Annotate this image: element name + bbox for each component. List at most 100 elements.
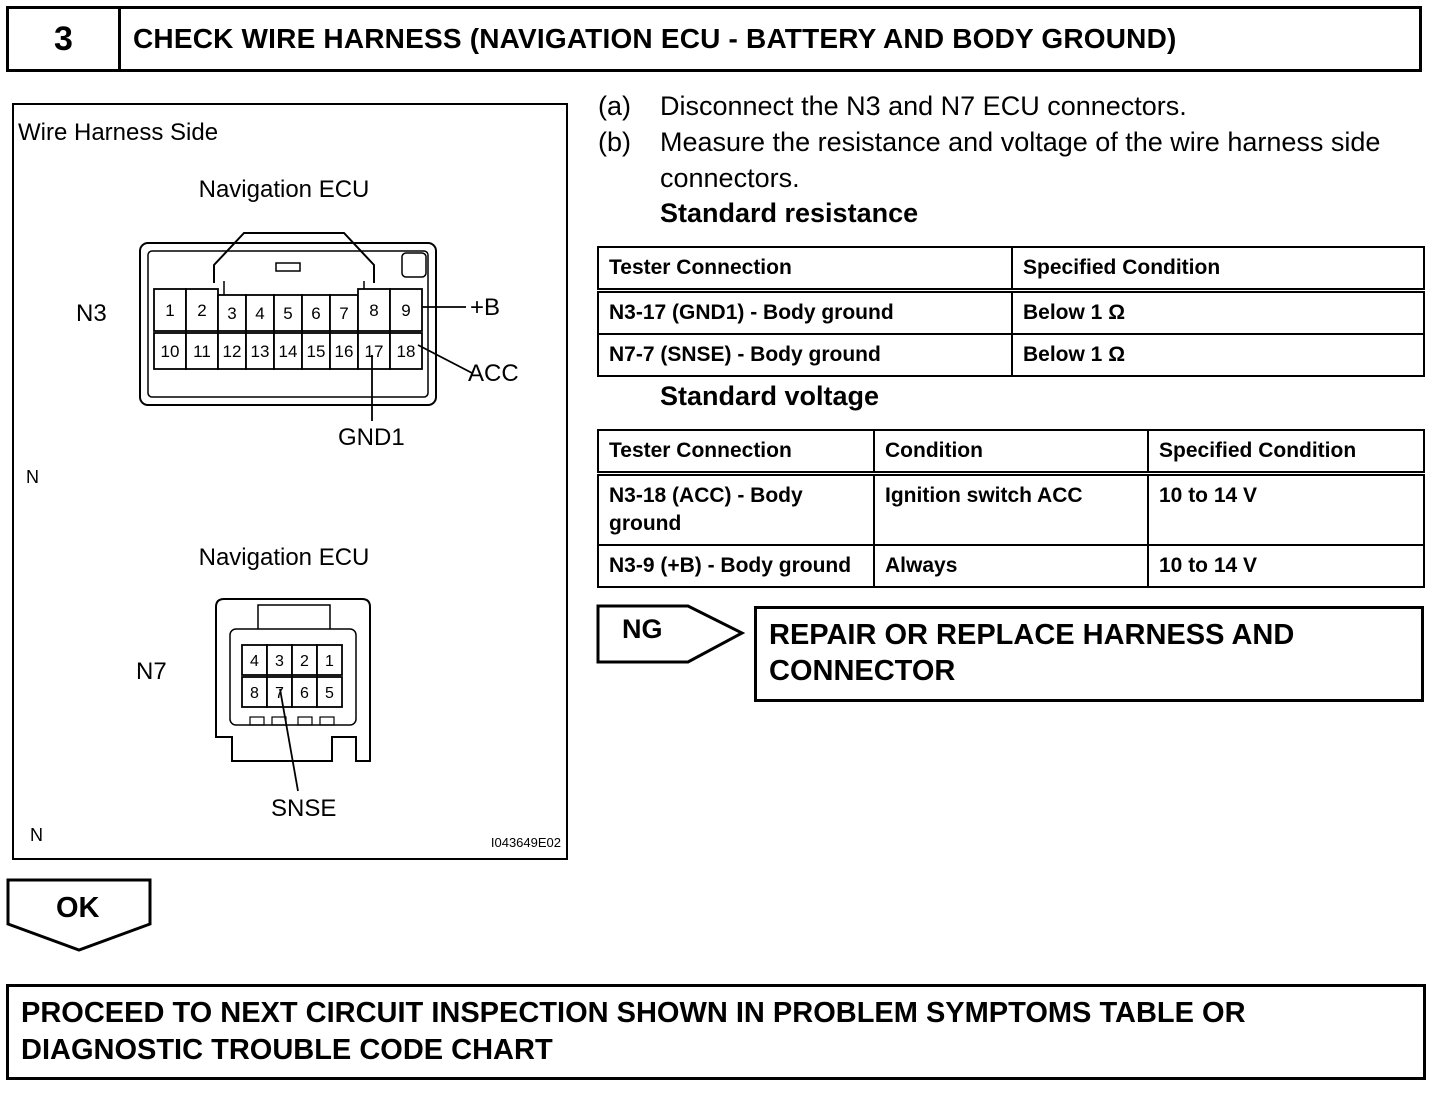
connector-pin-cell [153,288,187,332]
table-row: N3-9 (+B) - Body ground Always 10 to 14 … [597,544,1425,588]
n7-connector-housing [215,598,371,762]
connector-pin-cell [185,288,219,332]
connector-pin-cell [316,676,343,708]
table-cell: Below 1 Ω [1011,289,1425,335]
n3-connector-label: N3 [76,300,107,327]
connector-pin-label: 1 [165,301,174,320]
ng-label: NG [622,614,663,644]
table-row: N7-7 (SNSE) - Body ground Below 1 Ω [597,333,1425,377]
instruction-step: (a) Disconnect the N3 and N7 ECU connect… [598,88,1428,124]
connector-pin-label: 2 [300,653,309,670]
standard-voltage-heading: Standard voltage [660,381,880,411]
n3-component-label: Navigation ECU [199,176,370,203]
instruction-key: (b) [598,127,631,157]
connector-pin-cell [217,294,247,332]
gnd1-callout: GND1 [338,424,405,451]
connector-pin-cell [389,288,423,332]
instruction-step: (b) Measure the resistance and voltage o… [598,124,1428,196]
connector-pin-cell [357,332,391,370]
table-cell: Always [873,544,1149,588]
connector-pin-label: 14 [279,342,298,361]
n3-callout-lines [371,306,473,421]
n7-connector-label: N7 [136,658,167,685]
connector-pin-label: 13 [251,342,270,361]
figure-id: I043649E02 [491,835,561,850]
table-header-row: Tester Connection Condition Specified Co… [597,429,1425,476]
instruction-text: Measure the resistance and voltage of th… [660,127,1381,193]
table-header-cell: Specified Condition [1011,246,1425,293]
connector-pin-cell [389,332,423,370]
table-cell: Ignition switch ACC [873,472,1149,546]
table-cell: N3-18 (ACC) - Body ground [597,472,875,546]
connector-pin-label: 12 [223,342,242,361]
connector-pin-label: 3 [227,304,236,323]
snse-callout: SNSE [271,795,336,822]
connector-pin-label: 7 [339,304,348,323]
connector-pin-label: 5 [283,304,292,323]
connector-pin-label: 15 [307,342,326,361]
table-row: N3-18 (ACC) - Body ground Ignition switc… [597,472,1425,546]
table-row: N3-17 (GND1) - Body ground Below 1 Ω [597,289,1425,335]
connector-pin-label: 10 [161,342,180,361]
table-cell: N3-9 (+B) - Body ground [597,544,875,588]
table-header-cell: Condition [873,429,1149,476]
connector-pin-label: 6 [300,685,309,702]
connector-pin-label: 17 [365,342,384,361]
ok-arrow-icon [6,878,152,952]
connector-pin-cell [241,676,268,708]
table-cell: 10 to 14 V [1147,472,1425,546]
connector-pin-cell [316,644,343,676]
connector-pin-cell [266,644,293,676]
ng-action-box: REPAIR OR REPLACE HARNESS AND CONNECTOR [754,606,1424,702]
wire-harness-side-label: Wire Harness Side [18,119,218,146]
connector-pin-label: 7 [275,685,284,702]
step-number: 3 [9,9,121,69]
acc-callout: ACC [468,360,519,387]
connector-pin-label: 5 [325,685,334,702]
connector-pin-label: 6 [311,304,320,323]
table-cell: N7-7 (SNSE) - Body ground [597,333,1013,377]
connector-pin-cell [185,332,219,370]
connector-pin-label: 1 [325,653,334,670]
connector-pin-cell [217,332,247,370]
connector-pin-label: 8 [250,685,259,702]
connector-pin-label: 8 [369,301,378,320]
ok-label: OK [56,892,100,924]
n7-component-label: Navigation ECU [199,544,370,571]
n3-marker: N [26,467,39,487]
standard-resistance-heading: Standard resistance [660,198,919,228]
n7-callout-lines [279,688,299,792]
voltage-table: Tester Connection Condition Specified Co… [597,429,1425,588]
step-header: 3 CHECK WIRE HARNESS (NAVIGATION ECU - B… [6,6,1422,72]
instruction-key: (a) [598,91,631,121]
step-title: CHECK WIRE HARNESS (NAVIGATION ECU - BAT… [133,23,1177,54]
ng-arrow-icon [596,604,746,664]
connector-pin-label: 4 [255,304,264,323]
connector-pin-cell [273,294,303,332]
table-cell: 10 to 14 V [1147,544,1425,588]
table-header-cell: Specified Condition [1147,429,1425,476]
connector-pin-label: 2 [197,301,206,320]
connector-pin-label: 16 [335,342,354,361]
table-cell: Below 1 Ω [1011,333,1425,377]
table-header-cell: Tester Connection [597,429,875,476]
connector-pin-label: 3 [275,653,284,670]
connector-diagram: Wire Harness Side Navigation ECU N3 +B A… [12,103,568,860]
connector-pin-cell [153,332,187,370]
connector-pin-label: 9 [401,301,410,320]
connector-pin-label: 11 [193,342,211,361]
n7-marker: N [30,825,43,845]
connector-pin-label: 18 [397,342,416,361]
plus-b-callout: +B [470,294,500,321]
connector-diagram-svg: Wire Harness Side Navigation ECU N3 +B A… [18,119,561,850]
instruction-text: Disconnect the N3 and N7 ECU connectors. [660,91,1187,121]
table-header-row: Tester Connection Specified Condition [597,246,1425,293]
resistance-table: Tester Connection Specified Condition N3… [597,246,1425,377]
connector-pin-label: 4 [250,653,259,670]
table-header-cell: Tester Connection [597,246,1013,293]
ok-action-box: PROCEED TO NEXT CIRCUIT INSPECTION SHOWN… [6,984,1426,1080]
instruction-steps: (a) Disconnect the N3 and N7 ECU connect… [598,88,1428,196]
table-cell: N3-17 (GND1) - Body ground [597,289,1013,335]
